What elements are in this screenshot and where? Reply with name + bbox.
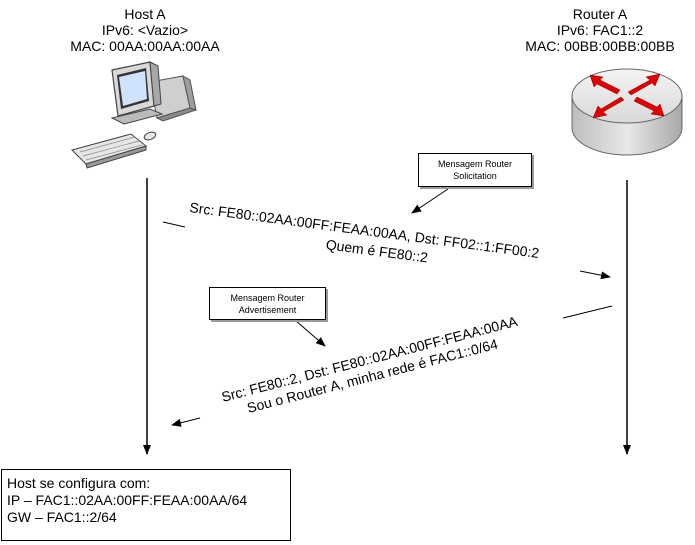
advertisement-arrow xyxy=(171,305,613,427)
advertisement-note: Mensagem Router Advertisement xyxy=(209,287,326,320)
advertisement-message: Src: FE80::2, Dst: FE80::02AA:00FF:FEAA:… xyxy=(220,313,520,416)
config-title: Host se configura com: xyxy=(7,475,151,491)
solicitation-note-line-2: Solicitation xyxy=(453,171,497,181)
advertisement-line-1: Src: FE80::2, Dst: FE80::02AA:00FF:FEAA:… xyxy=(220,313,520,405)
solicitation-note: Mensagem Router Solicitation xyxy=(418,153,532,187)
router-mac: MAC: 00BB:00BB:00BB xyxy=(525,38,675,54)
solicitation-callout xyxy=(411,188,449,214)
solicitation-arrow xyxy=(162,221,611,280)
config-gw: GW – FAC1::2/64 xyxy=(7,509,117,525)
computer-icon xyxy=(71,61,198,169)
host-config-box: Host se configura com: IP – FAC1::02AA:0… xyxy=(1,469,291,541)
router-title: Router A xyxy=(572,6,628,22)
config-ip: IP – FAC1::02AA:00FF:FEAA:00AA/64 xyxy=(7,492,248,508)
advertisement-callout xyxy=(294,319,326,347)
host-mac: MAC: 00AA:00AA:00AA xyxy=(70,38,220,54)
host-title: Host A xyxy=(124,6,166,22)
solicitation-message: Src: FE80::02AA:00FF:FEAA:00AA, Dst: FF0… xyxy=(189,199,541,265)
router-icon xyxy=(571,68,683,156)
router-label: Router A IPv6: FAC1::2 MAC: 00BB:00BB:00… xyxy=(500,6,695,54)
advertisement-note-line-1: Mensagem Router xyxy=(230,293,305,303)
advertisement-note-line-2: Advertisement xyxy=(238,305,297,315)
solicitation-note-line-1: Mensagem Router xyxy=(437,159,513,169)
router-ipv6: IPv6: FAC1::2 xyxy=(556,22,644,38)
host-label: Host A IPv6: <Vazio> MAC: 00AA:00AA:00AA xyxy=(45,6,245,54)
host-ipv6: IPv6: <Vazio> xyxy=(101,22,189,38)
